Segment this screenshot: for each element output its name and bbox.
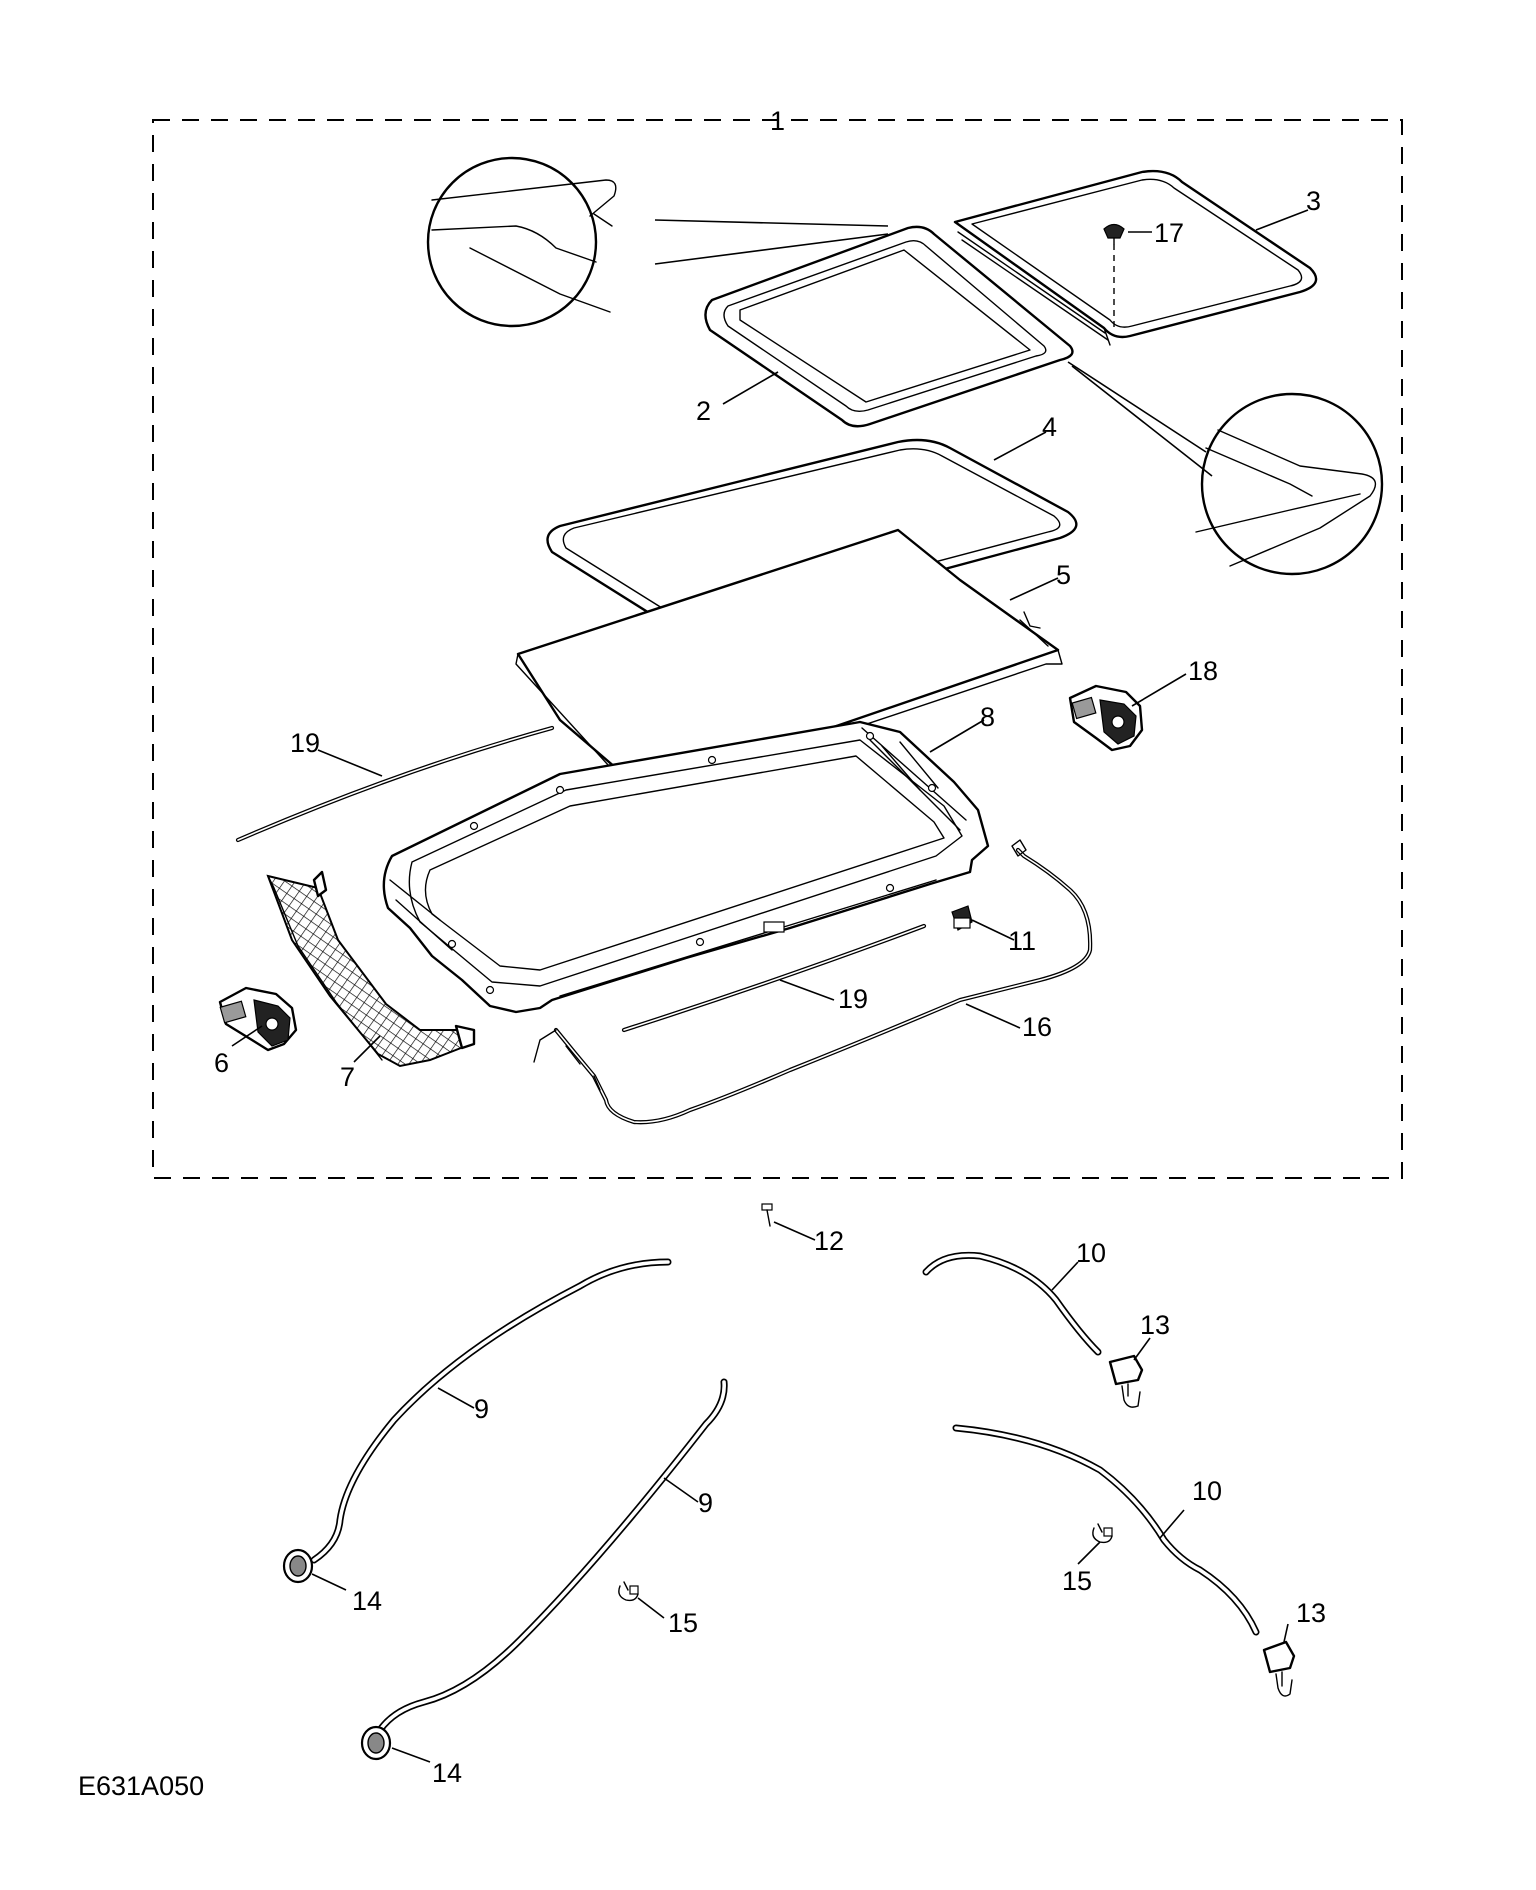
callout-4: 4 [1042, 412, 1057, 442]
callout-15-right: 15 [1062, 1566, 1092, 1596]
front-glass-panel [704, 225, 1074, 428]
callout-10-upper: 10 [1076, 1238, 1106, 1268]
callout-11: 11 [1008, 926, 1036, 956]
seal [546, 438, 1078, 636]
drain-tube-lower [376, 1378, 728, 1734]
callout-12: 12 [814, 1226, 844, 1256]
callout-9-upper: 9 [474, 1394, 489, 1424]
motor-right [1068, 684, 1144, 752]
wiring-harness [533, 839, 1093, 1125]
callout-15-left: 15 [668, 1608, 698, 1638]
trim-strip-lower [621, 923, 927, 1033]
callout-19-upper: 19 [290, 728, 320, 758]
callout-5: 5 [1056, 560, 1071, 590]
callout-17: 17 [1154, 218, 1184, 248]
figure-code: E631A050 [78, 1771, 204, 1801]
grommet-upper [282, 1548, 314, 1584]
callout-3: 3 [1306, 186, 1321, 216]
callout-labels: 1 2 3 4 5 6 7 8 9 9 10 10 11 12 13 13 14… [78, 106, 1326, 1801]
callout-9-lower: 9 [698, 1488, 713, 1518]
callout-6: 6 [214, 1048, 229, 1078]
sunroof-frame [382, 720, 990, 1014]
callout-18: 18 [1188, 656, 1218, 686]
drain-tube-right-lower [952, 1424, 1260, 1636]
callout-1: 1 [770, 106, 785, 136]
detail-view-right [1067, 361, 1384, 576]
connector [951, 905, 973, 931]
callout-13-upper: 13 [1140, 1310, 1170, 1340]
clip-lower [1262, 1640, 1296, 1697]
drain-tube-upper [310, 1258, 672, 1564]
grommet-lower [360, 1725, 392, 1761]
screw [761, 1203, 773, 1227]
callout-16: 16 [1022, 1012, 1052, 1042]
leader-lines [231, 209, 1309, 1763]
rear-glass-panel [953, 169, 1318, 346]
clip-upper [1108, 1354, 1144, 1408]
wind-deflector [266, 870, 476, 1068]
callout-19-lower: 19 [838, 984, 868, 1014]
callout-2: 2 [696, 396, 711, 426]
trim-strip-upper [235, 725, 555, 843]
callout-14-lower: 14 [432, 1758, 462, 1788]
callout-8: 8 [980, 702, 995, 732]
callout-13-lower: 13 [1296, 1598, 1326, 1628]
callout-14-upper: 14 [352, 1586, 382, 1616]
callout-7: 7 [340, 1062, 355, 1092]
detail-view-upper [426, 156, 889, 328]
clamp-right [1092, 1523, 1113, 1544]
fastener-17 [1103, 223, 1125, 330]
drain-tube-right-upper [922, 1251, 1102, 1356]
clamp-left [618, 1581, 639, 1602]
kit-boundary [152, 119, 1403, 1179]
callout-10-lower: 10 [1192, 1476, 1222, 1506]
motor-left [218, 986, 298, 1052]
